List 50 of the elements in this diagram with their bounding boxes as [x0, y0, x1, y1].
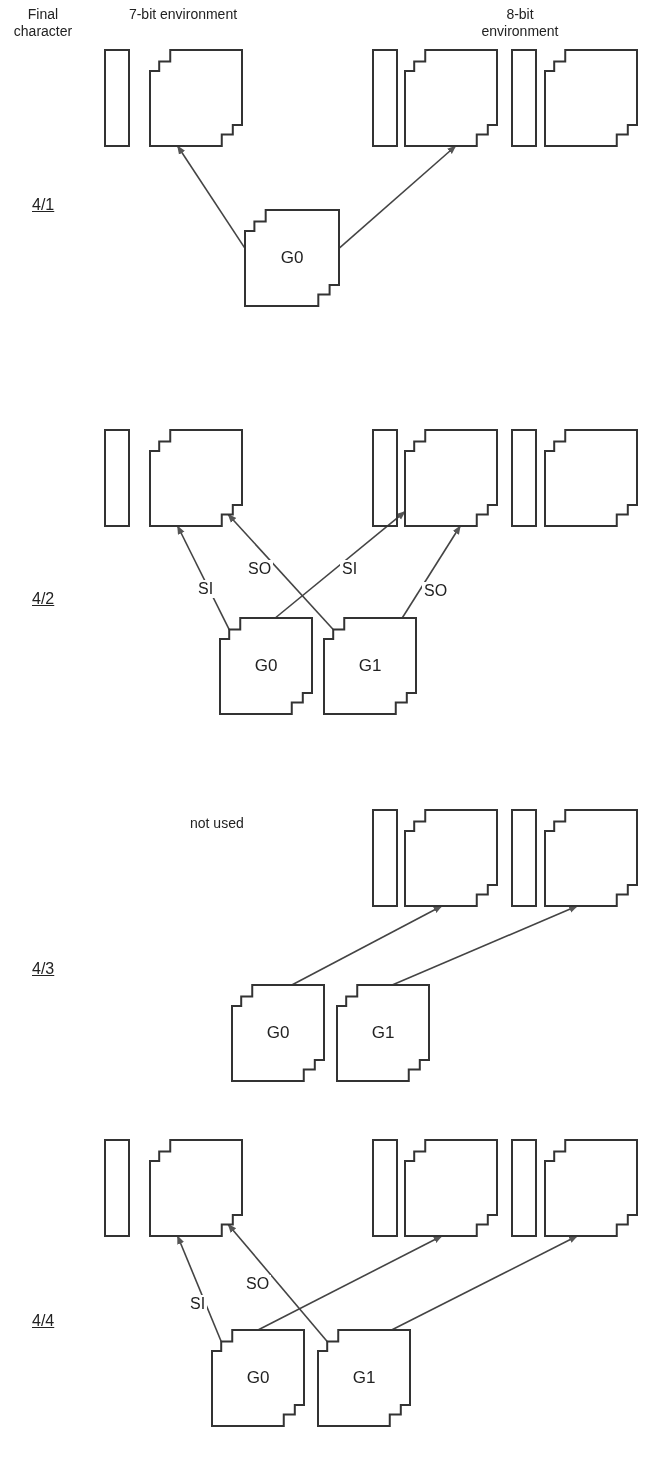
arrow	[338, 145, 457, 250]
narrow-rectangle	[105, 50, 129, 146]
register-box: G0	[245, 210, 339, 306]
narrow-rectangle	[373, 50, 397, 146]
notched-box	[405, 50, 497, 146]
notched-box	[545, 430, 637, 526]
column-heading: Final character	[12, 6, 74, 40]
arrow	[176, 525, 230, 631]
arrow	[291, 905, 443, 986]
arrow	[257, 1235, 443, 1331]
notched-box	[150, 430, 242, 526]
arrow	[227, 1223, 328, 1343]
edge-label: SI	[196, 580, 216, 598]
arrow	[176, 1235, 222, 1343]
arrow	[274, 510, 406, 619]
notched-box	[405, 430, 497, 526]
section-label: 4/4	[32, 1312, 56, 1329]
register-box: G1	[324, 618, 416, 714]
arrow	[391, 905, 579, 986]
register-box: G0	[232, 985, 324, 1081]
notched-box	[405, 1140, 497, 1236]
arrow	[390, 1235, 578, 1331]
notched-box	[150, 1140, 242, 1236]
notched-box	[545, 1140, 637, 1236]
note: not used	[190, 815, 245, 832]
narrow-rectangle	[512, 1140, 536, 1236]
narrow-rectangle	[105, 430, 129, 526]
notched-box	[150, 50, 242, 146]
register-box: G1	[318, 1330, 410, 1426]
arrow	[227, 513, 334, 631]
section-label: 4/2	[32, 590, 56, 607]
narrow-rectangle	[512, 810, 536, 906]
register-box: G0	[212, 1330, 304, 1426]
section-label: 4/1	[32, 196, 56, 213]
narrow-rectangle	[373, 810, 397, 906]
notched-box	[405, 810, 497, 906]
narrow-rectangle	[373, 430, 397, 526]
column-heading: 8-bit environment	[480, 6, 560, 40]
register-box: G1	[337, 985, 429, 1081]
section-label: 4/3	[32, 960, 56, 977]
notched-box	[545, 810, 637, 906]
narrow-rectangle	[512, 430, 536, 526]
arrow	[176, 145, 246, 250]
arrow	[401, 525, 461, 619]
column-heading: 7-bit environment	[127, 6, 239, 23]
narrow-rectangle	[512, 50, 536, 146]
register-box: G0	[220, 618, 312, 714]
notched-box	[545, 50, 637, 146]
narrow-rectangle	[105, 1140, 129, 1236]
narrow-rectangle	[373, 1140, 397, 1236]
